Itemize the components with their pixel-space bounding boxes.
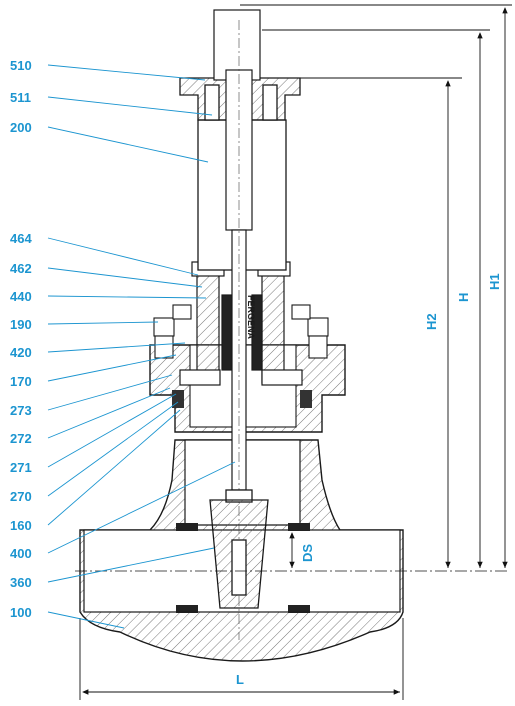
callout-462: 462 [10,261,32,276]
leader-lines [47,64,236,629]
callout-510: 510 [10,58,32,73]
callout-200: 200 [10,120,32,135]
callout-270: 270 [10,489,32,504]
callout-190: 190 [10,317,32,332]
dim-H1: H1 [487,273,502,290]
callout-400: 400 [10,546,32,561]
callout-273: 273 [10,403,32,418]
dimension-lines [79,4,512,700]
dim-H: H [456,293,471,302]
callout-160: 160 [10,518,32,533]
callout-labels: 510 511 200 464 462 440 190 420 170 273 … [10,58,32,620]
callout-420: 420 [10,345,32,360]
stem [213,9,261,640]
nameplate-text: FERGENA [246,295,256,340]
callout-360: 360 [10,575,32,590]
callout-464: 464 [10,231,32,246]
callout-272: 272 [10,431,32,446]
bonnet-bolts [153,304,329,359]
dim-DS: DS [300,544,315,562]
callout-271: 271 [10,460,32,475]
callout-511: 511 [10,90,31,105]
callout-100: 100 [10,605,32,620]
gate-wedge [209,489,269,609]
callout-440: 440 [10,289,32,304]
dim-H2: H2 [424,313,439,330]
dim-L: L [236,672,244,687]
callout-170: 170 [10,374,32,389]
